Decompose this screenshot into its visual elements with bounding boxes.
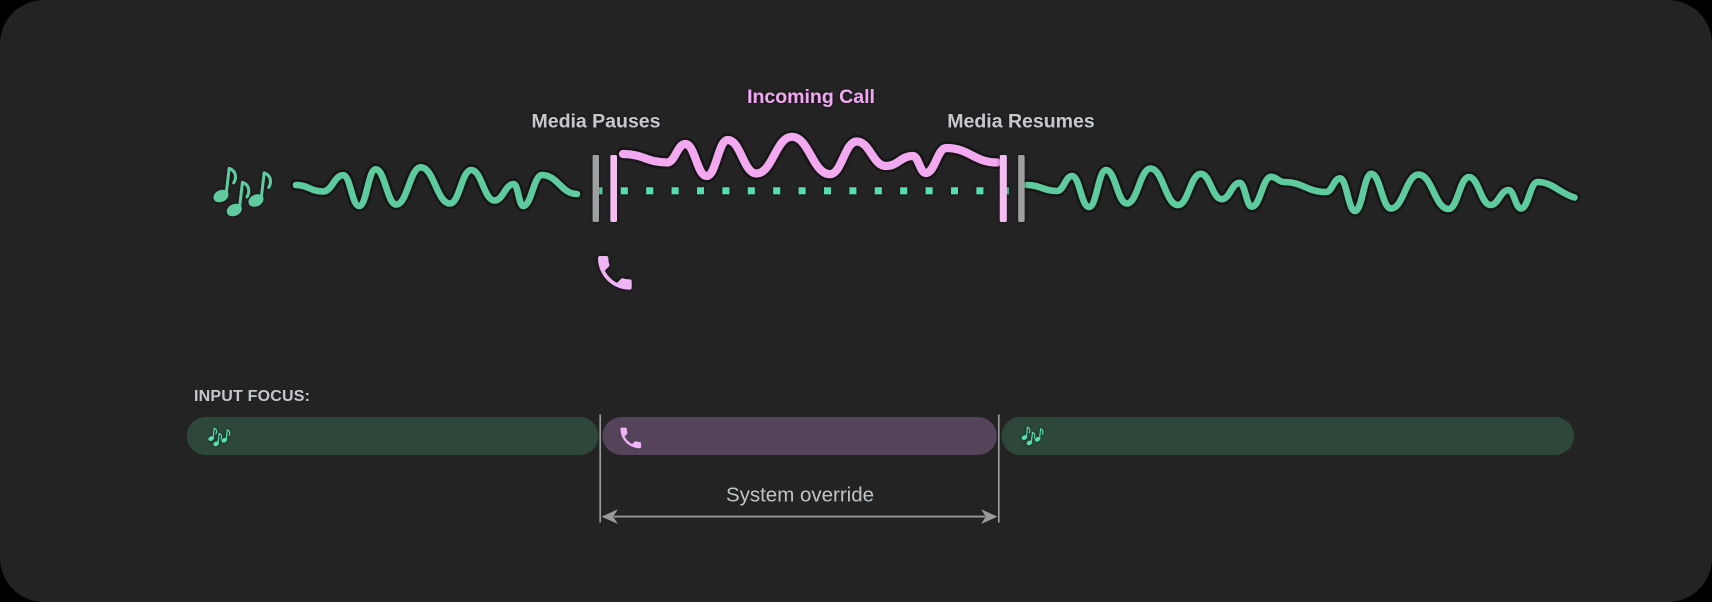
svg-text:Media Pauses: Media Pauses: [532, 111, 661, 133]
svg-text:System override: System override: [726, 484, 874, 507]
svg-text:Incoming Call: Incoming Call: [747, 86, 875, 108]
svg-text:INPUT FOCUS:: INPUT FOCUS:: [194, 388, 310, 405]
svg-text:Media Resumes: Media Resumes: [947, 111, 1095, 133]
